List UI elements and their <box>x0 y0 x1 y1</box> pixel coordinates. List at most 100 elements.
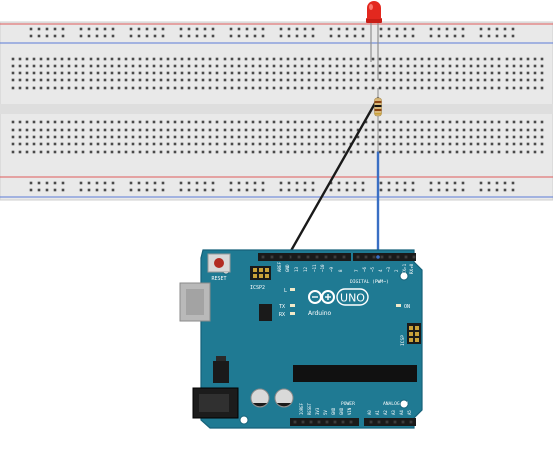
breadboard-hole <box>342 86 346 90</box>
breadboard-hole <box>427 57 431 61</box>
breadboard-hole <box>279 135 283 139</box>
breadboard-hole <box>337 27 341 31</box>
breadboard-hole <box>441 150 445 154</box>
breadboard-hole <box>399 57 403 61</box>
breadboard-hole <box>67 78 71 82</box>
breadboard-hole <box>103 57 107 61</box>
breadboard-hole <box>201 57 205 61</box>
breadboard-hole <box>145 64 149 68</box>
breadboard-hole <box>230 142 234 146</box>
header-pin <box>404 255 408 259</box>
breadboard-hole <box>124 78 128 82</box>
breadboard-hole <box>448 120 452 124</box>
reset-button-cap[interactable] <box>214 258 224 268</box>
breadboard-hole <box>223 78 227 82</box>
bottom-header-pins <box>293 420 413 424</box>
breadboard-hole <box>413 86 417 90</box>
breadboard-hole <box>18 128 22 132</box>
breadboard-hole <box>53 120 57 124</box>
breadboard-hole <box>455 71 459 75</box>
breadboard-hole <box>356 78 360 82</box>
breadboard-hole <box>159 150 163 154</box>
breadboard-hole <box>152 86 156 90</box>
breadboard-hole <box>203 181 207 185</box>
breadboard-hole <box>364 128 368 132</box>
breadboard-hole <box>195 188 199 192</box>
breadboard-hole <box>462 150 466 154</box>
breadboard-hole <box>37 188 41 192</box>
header-pin <box>333 420 337 424</box>
breadboard-hole <box>229 181 233 185</box>
breadboard-hole <box>311 181 315 185</box>
icsp2-label: ICSP2 <box>250 285 265 291</box>
breadboard-hole <box>18 78 22 82</box>
breadboard-hole <box>279 86 283 90</box>
led-highlight <box>369 4 373 10</box>
breadboard-hole <box>429 34 433 38</box>
header-pin <box>372 255 376 259</box>
resistor-band-4 <box>374 113 382 115</box>
breadboard-hole <box>300 64 304 68</box>
breadboard-hole <box>258 78 262 82</box>
breadboard-hole <box>245 181 249 185</box>
breadboard-hole <box>81 71 85 75</box>
breadboard-hole <box>138 150 142 154</box>
breadboard-hole <box>286 57 290 61</box>
pin-label-a1: A1 <box>375 410 380 415</box>
breadboard-hole <box>321 86 325 90</box>
pin-label-aref: AREF <box>277 261 282 272</box>
breadboard-hole <box>461 27 465 31</box>
breadboard-hole <box>145 128 149 132</box>
led-body <box>367 1 381 19</box>
breadboard-hole <box>329 34 333 38</box>
breadboard-hole <box>215 71 219 75</box>
breadboard-hole <box>124 135 128 139</box>
breadboard-hole <box>253 181 257 185</box>
breadboard-hole <box>18 64 22 68</box>
breadboard-hole <box>89 120 93 124</box>
breadboard <box>0 21 553 201</box>
breadboard-hole <box>279 150 283 154</box>
breadboard-hole <box>89 150 93 154</box>
breadboard-hole <box>230 78 234 82</box>
tx-led <box>290 304 295 307</box>
breadboard-hole <box>208 71 212 75</box>
breadboard-hole <box>371 71 375 75</box>
breadboard-hole <box>479 34 483 38</box>
breadboard-hole <box>303 181 307 185</box>
rx-led <box>290 312 295 315</box>
digital-header-pins <box>261 255 416 259</box>
breadboard-hole <box>39 128 43 132</box>
breadboard-hole <box>166 86 170 90</box>
breadboard-hole <box>437 27 441 31</box>
breadboard-hole <box>46 120 50 124</box>
breadboard-hole <box>497 135 501 139</box>
breadboard-hole <box>251 120 255 124</box>
header-pin <box>270 255 274 259</box>
breadboard-hole <box>18 150 22 154</box>
breadboard-hole <box>328 57 332 61</box>
breadboard-hole <box>237 57 241 61</box>
breadboard-hole <box>300 78 304 82</box>
breadboard-hole <box>110 78 114 82</box>
breadboard-hole <box>293 78 297 82</box>
breadboard-hole <box>445 188 449 192</box>
breadboard-hole <box>32 86 36 90</box>
breadboard-hole <box>483 57 487 61</box>
breadboard-hole <box>345 181 349 185</box>
breadboard-hole <box>342 135 346 139</box>
breadboard-hole <box>371 64 375 68</box>
breadboard-hole <box>32 64 36 68</box>
breadboard-hole <box>138 120 142 124</box>
breadboard-hole <box>526 128 530 132</box>
breadboard-hole <box>337 181 341 185</box>
breadboard-hole <box>251 135 255 139</box>
breadboard-hole <box>81 150 85 154</box>
breadboard-hole <box>441 64 445 68</box>
pin-label-a4: A4 <box>399 410 404 415</box>
pin-label-gnd1: GND <box>331 407 336 415</box>
uno-text: UNO <box>340 292 365 305</box>
breadboard-hole <box>378 142 382 146</box>
pin-label-reset: RESET <box>307 402 312 415</box>
breadboard-hole <box>230 86 234 90</box>
